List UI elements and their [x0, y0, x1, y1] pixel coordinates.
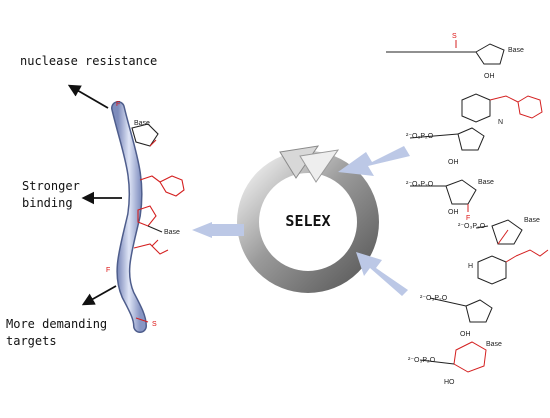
phosphate-label-3: ²⁻O₃P₂O	[406, 181, 434, 188]
oh-label-3: OH	[448, 209, 459, 216]
structure-modified-uridine: ²⁻O₃P₂O OH N	[406, 93, 543, 166]
input-arrows	[192, 146, 410, 296]
n-label-2: N	[498, 119, 503, 126]
phosphate-label-5: ²⁻O₃P₂O	[420, 295, 448, 302]
property-arrows	[67, 84, 122, 306]
h-label-5: H	[468, 263, 473, 270]
label-nuclease-resistance: nuclease resistance	[20, 54, 158, 68]
label-more-demanding: More demanding	[6, 317, 108, 331]
fluoro-label-3: F	[466, 215, 470, 222]
aptamer-strand: Base F Base F S	[106, 101, 185, 333]
arrow-nuclease	[67, 84, 109, 109]
phosphate-label-4: ²⁻O₃P₂O	[458, 223, 486, 230]
ho-label-6: HO	[444, 379, 455, 386]
label-stronger: Stronger	[22, 179, 80, 193]
structure-2-fluoro: ²⁻O₃P₂O Base F OH	[406, 179, 494, 222]
phosphate-label-2: ²⁻O₃P₂O	[406, 133, 434, 140]
oh-label-2: OH	[448, 159, 459, 166]
oh-label-1: OH	[484, 73, 495, 80]
base-label-1: Base	[508, 47, 524, 54]
base-label-6: Base	[486, 341, 502, 348]
strand-modifications	[131, 123, 185, 323]
base-label-3: Base	[478, 179, 494, 186]
base-label-4: Base	[524, 217, 540, 224]
label-binding: binding	[22, 196, 73, 210]
strand-thio: S	[152, 321, 157, 328]
phosphate-label-6: ²⁻O₃P₂O	[408, 357, 436, 364]
cycle-arrowhead-2	[299, 149, 340, 183]
input-arrow-bottom	[356, 252, 408, 296]
selex-label: SELEX	[285, 212, 330, 230]
structure-modified-sugar: ²⁻O₃P₂O Base HO	[408, 341, 502, 386]
structure-lna: ²⁻O₃P₂O Base	[458, 217, 540, 245]
strand-fluoro-1: F	[116, 101, 120, 108]
structure-alkyne-uridine: ²⁻O₃P₂O OH H	[420, 249, 549, 338]
nucleotide-structures: S Base OH ²⁻O₃P₂O OH N ²⁻O₃P₂O Base F OH	[386, 33, 549, 386]
structure-thio-triphosphate: S Base OH	[386, 33, 524, 80]
strand-base-2: Base	[164, 229, 180, 236]
input-arrow-top	[338, 146, 410, 176]
label-targets: targets	[6, 334, 57, 348]
strand-fluoro-2: F	[106, 267, 110, 274]
strand-base-1: Base	[134, 120, 150, 127]
oh-label-5: OH	[460, 331, 471, 338]
thio-label: S	[452, 33, 457, 40]
output-arrow-body	[210, 224, 244, 236]
selex-cycle: SELEX	[237, 145, 379, 293]
arrow-demanding	[81, 285, 117, 306]
